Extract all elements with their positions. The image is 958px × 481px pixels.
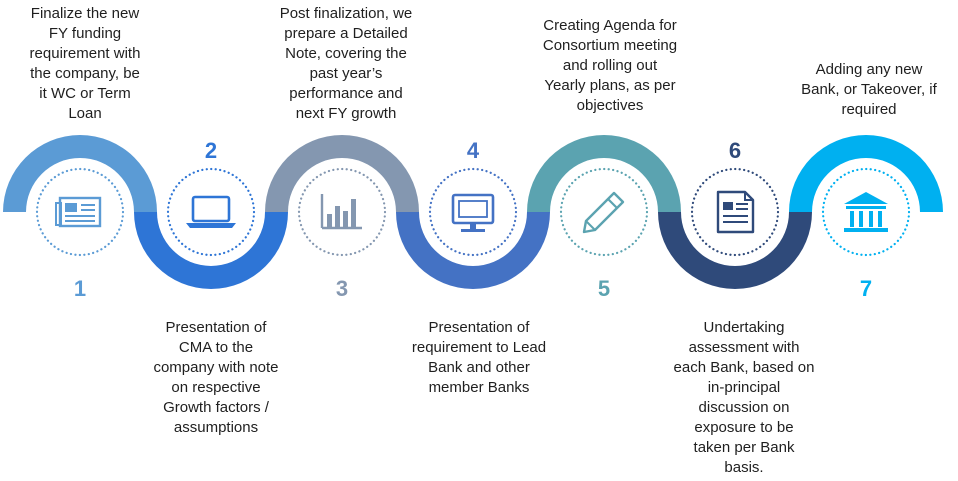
step-4-arc [396, 212, 550, 289]
step-6-arc [658, 212, 812, 289]
step-1-arc [3, 135, 157, 212]
bank-icon [843, 191, 889, 233]
step-7-ring [821, 167, 911, 257]
step-7-arc [789, 135, 943, 212]
step-6-description: Undertaking assessment with each Bank, b… [673, 319, 815, 476]
step-2-ring [166, 167, 256, 257]
step-2-number: 2 [204, 138, 218, 163]
step-5-ring [559, 167, 649, 257]
step-6-number: 6 [728, 138, 742, 163]
dotted-circles [35, 167, 911, 257]
step-3-arc [265, 135, 419, 212]
step-1-description: Finalize the new FY funding requirement … [29, 5, 141, 122]
step-2-description: Presentation of CMA to the company with … [153, 319, 279, 436]
pencil-icon [582, 191, 625, 234]
step-7-description: Adding any new Bank, or Takeover, if req… [801, 61, 937, 118]
wave-arcs [3, 135, 943, 289]
step-3-ring [297, 167, 387, 257]
newspaper-icon [54, 196, 102, 228]
step-4-description: Presentation of requirement to Lead Bank… [411, 319, 547, 396]
document-icon [716, 190, 755, 234]
step-1-number: 1 [73, 276, 87, 301]
bar-chart-icon [320, 192, 364, 230]
step-1-ring [35, 167, 125, 257]
step-2-arc [134, 212, 288, 289]
step-6-ring [690, 167, 780, 257]
step-5-description: Creating Agenda for Consortium meeting a… [542, 17, 678, 114]
step-3-number: 3 [335, 276, 349, 301]
icons [54, 190, 889, 234]
laptop-icon [184, 195, 238, 230]
monitor-icon [451, 193, 495, 234]
step-3-description: Post finalization, we prepare a Detailed… [279, 5, 413, 122]
step-4-ring [428, 167, 518, 257]
step-5-number: 5 [597, 276, 611, 301]
step-7-number: 7 [859, 276, 873, 301]
step-5-arc [527, 135, 681, 212]
step-4-number: 4 [466, 138, 480, 163]
